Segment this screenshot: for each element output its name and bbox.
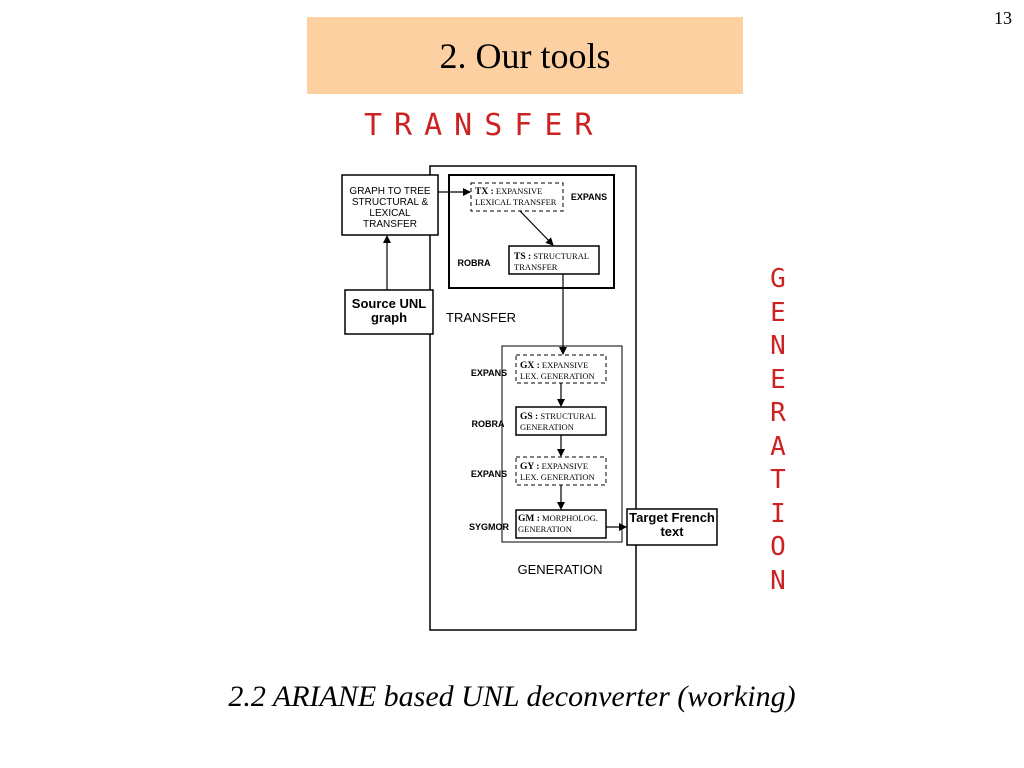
- ts-text: STRUCTURAL TRANSFER: [514, 251, 589, 272]
- gm-code: GM :: [518, 514, 540, 524]
- gm-label: GM : MORPHOLOG. GENERATION: [518, 513, 604, 535]
- arrow-tx-to-ts: [519, 210, 554, 246]
- robra-label-gs: ROBRA: [471, 419, 505, 429]
- target-label: Target French text: [629, 510, 715, 540]
- gs-text: STRUCTURAL GENERATION: [520, 411, 596, 432]
- tx-label: TX : EXPANSIVE LEXICAL TRANSFER: [475, 186, 563, 208]
- source-graph-label: Source UNL graph: [351, 296, 427, 326]
- tx-box: [470, 182, 564, 212]
- transfer-heading: TRANSFER: [364, 108, 605, 143]
- sygmor-label: SYGMOR: [468, 522, 509, 532]
- gy-label: GY : EXPANSIVE LEX. GENERATION: [520, 461, 604, 483]
- graph-to-tree-box: [341, 174, 439, 236]
- robra-label-transfer: ROBRA: [457, 258, 491, 268]
- gy-code: GY :: [520, 462, 540, 472]
- generation-box-label: GENERATION: [517, 562, 603, 577]
- gx-label: GX : EXPANSIVE LEX. GENERATION: [520, 360, 604, 382]
- gm-text: MORPHOLOG. GENERATION: [518, 513, 598, 534]
- generation-vertical-heading: GENERATION: [770, 264, 786, 596]
- slide-caption: 2.2 ARIANE based UNL deconverter (workin…: [228, 680, 796, 713]
- ts-label: TS : STRUCTURAL TRANSFER: [514, 251, 598, 273]
- target-box: [626, 508, 718, 546]
- gs-label: GS : STRUCTURAL GENERATION: [520, 411, 604, 433]
- expans-label-gy: EXPANS: [470, 469, 508, 479]
- gs-box: [515, 406, 607, 436]
- gx-text: EXPANSIVE LEX. GENERATION: [520, 360, 595, 381]
- transfer-box-label: TRANSFER: [446, 310, 517, 325]
- tx-code: TX :: [475, 187, 494, 197]
- graph-to-tree-label: GRAPH TO TREE STRUCTURAL & LEXICAL TRANS…: [349, 186, 431, 230]
- ts-code: TS :: [514, 252, 532, 262]
- outer-frame: [429, 165, 637, 631]
- slide-title: 2. Our tools: [307, 17, 743, 94]
- gy-text: EXPANSIVE LEX. GENERATION: [520, 461, 595, 482]
- gs-code: GS :: [520, 412, 539, 422]
- gy-box: [515, 456, 607, 486]
- source-graph-box: [344, 289, 434, 335]
- ts-box: [508, 245, 600, 275]
- page-number: 13: [994, 8, 1012, 28]
- gm-box: [515, 509, 607, 539]
- gx-code: GX :: [520, 361, 540, 371]
- expans-label-gx: EXPANS: [470, 368, 508, 378]
- tx-text: EXPANSIVE LEXICAL TRANSFER: [475, 186, 557, 207]
- gx-box: [515, 354, 607, 384]
- expans-label-transfer: EXPANS: [570, 192, 608, 202]
- generation-frame: [501, 345, 623, 543]
